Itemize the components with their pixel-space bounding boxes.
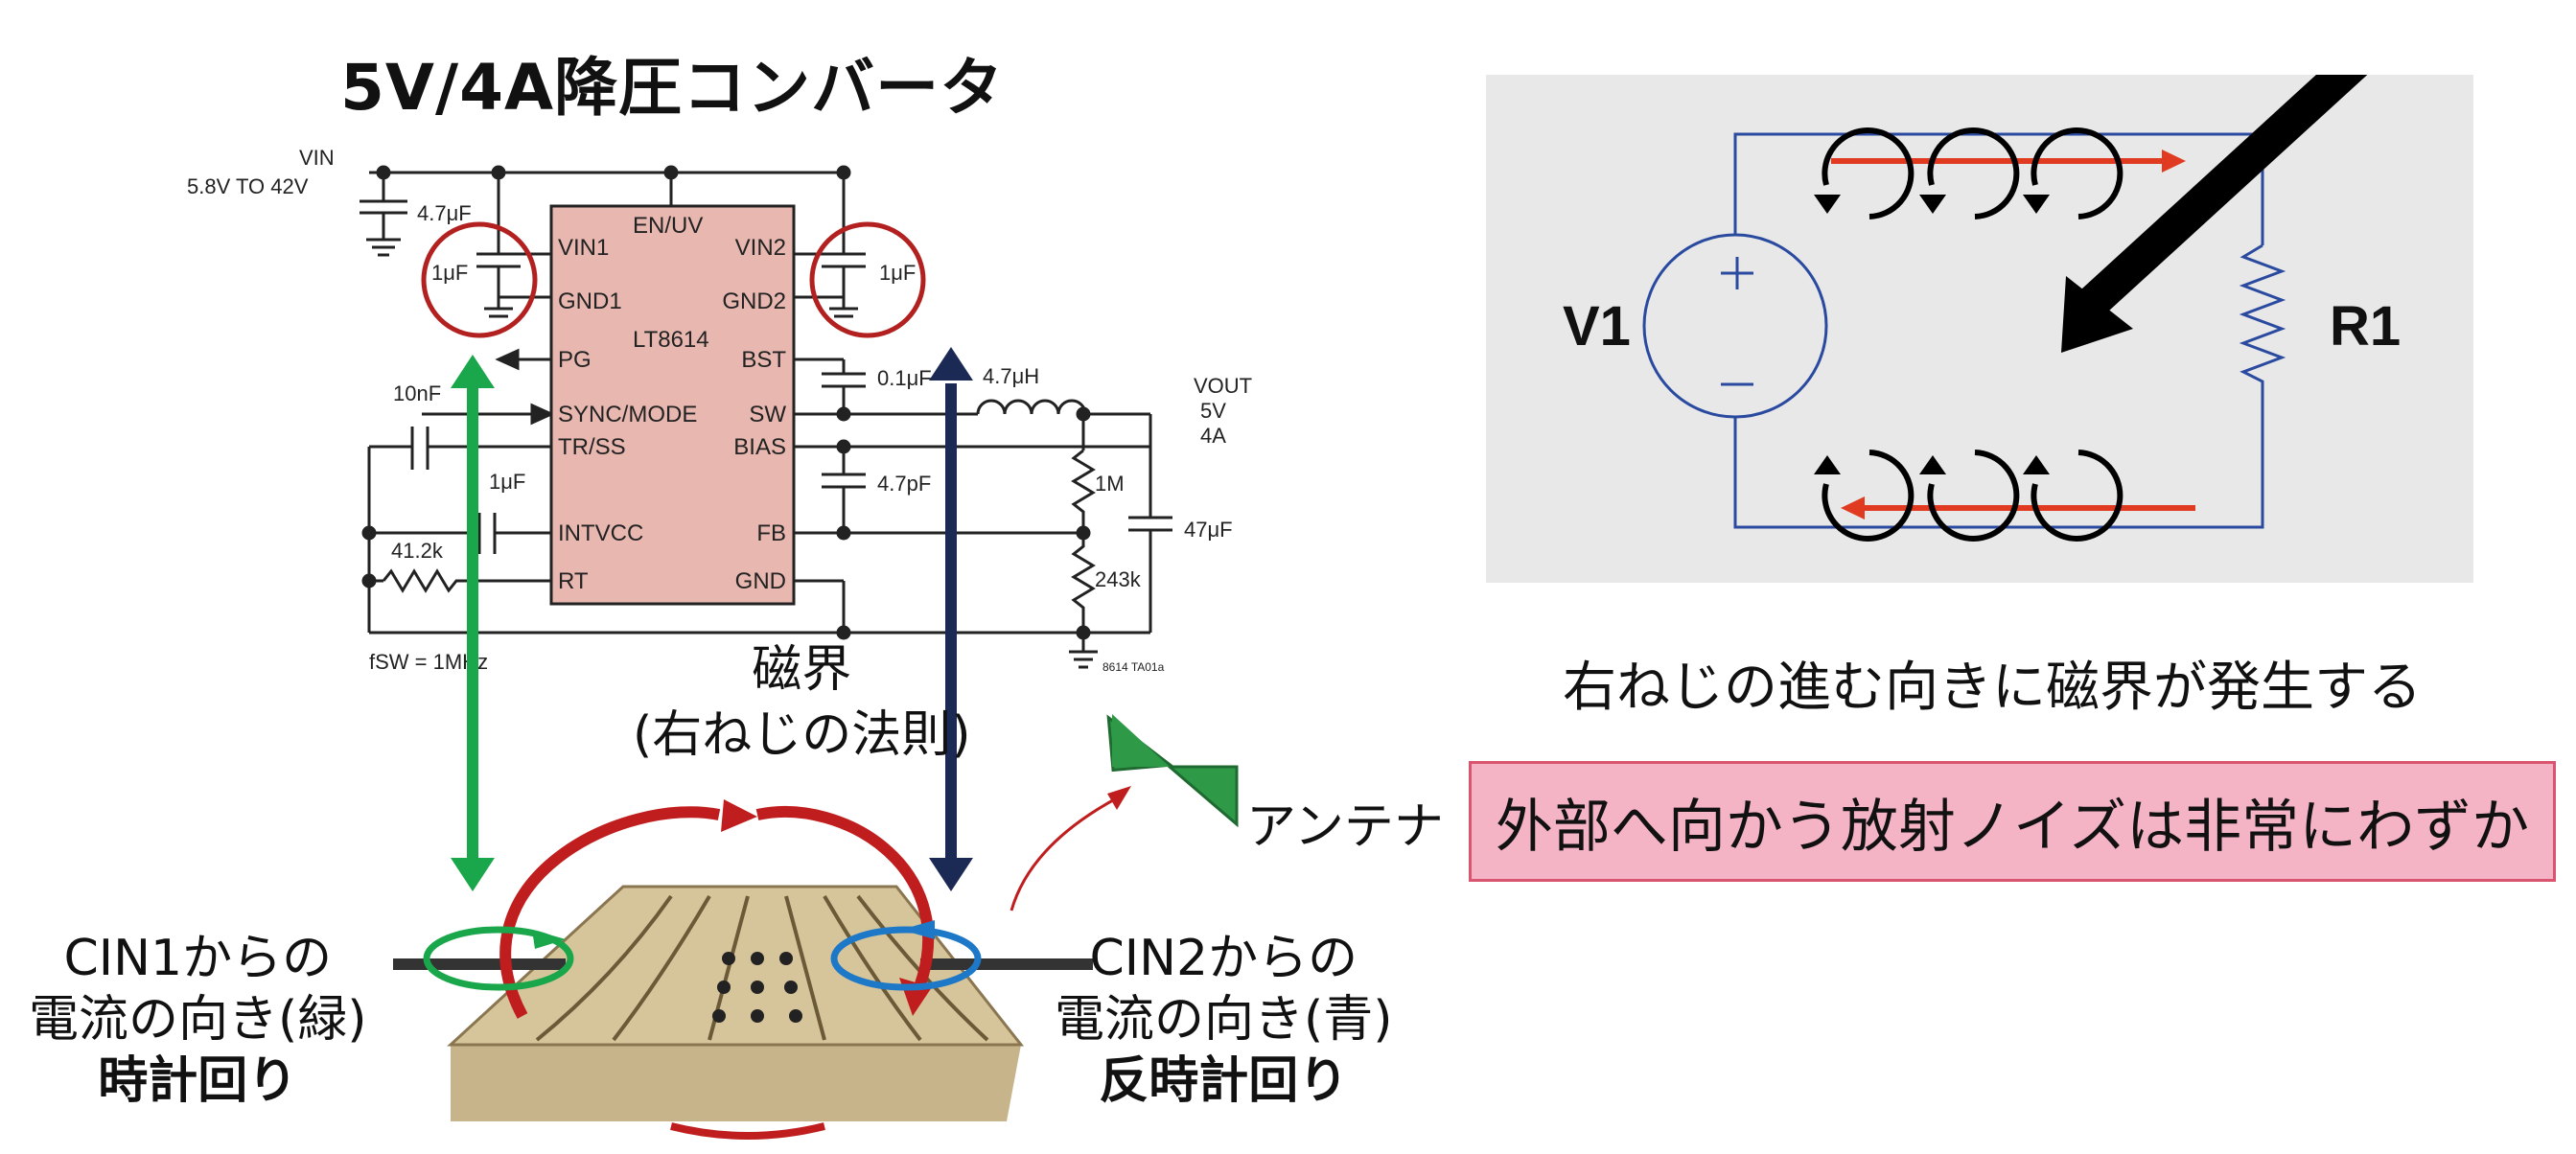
c-in-value: 4.7μF: [417, 201, 472, 225]
pcb-board: [393, 885, 1093, 1121]
cin1-text: CIN1からの 電流の向き(緑) 時計回り: [29, 928, 367, 1112]
r-top-value: 1M: [1095, 472, 1125, 496]
field-loop-5: [2031, 450, 2123, 542]
circuit-panel: V1 R1: [1486, 75, 2473, 583]
cin1-current-loop: [423, 926, 574, 991]
cin1-line3: 時計回り: [98, 1052, 298, 1110]
cin2-line1: CIN2からの: [1089, 930, 1358, 987]
field-loop-arrow-1: [1919, 195, 1946, 214]
field-loop-arrow-2: [2023, 195, 2050, 214]
schematic: VIN 5.8V TO 42V 4.7μF 1μF 1μF EN/UV LT86…: [187, 146, 1252, 1140]
field-label-line1: 磁界: [752, 641, 852, 699]
field-loop-3: [1822, 450, 1915, 542]
emission-note: 外部へ向かう放射ノイズは非常にわずか: [1469, 761, 2556, 882]
pin-right-5: FB: [756, 520, 786, 546]
pin-left-5: INTVCC: [558, 520, 643, 546]
r-bot-value: 243k: [1095, 567, 1142, 591]
pin-right-6: GND: [735, 568, 786, 594]
vout-current: 4A: [1200, 424, 1226, 448]
field-loop-2: [2031, 127, 2123, 219]
schematic-ref: 8614 TA01a: [1102, 660, 1165, 674]
vin-label: VIN: [299, 146, 335, 170]
field-loop-1: [1927, 127, 2020, 219]
cin2-highlight: [809, 221, 926, 338]
c-intvcc-value: 1μF: [489, 470, 525, 494]
field-arrowhead: [721, 799, 757, 832]
green-arrow: [451, 355, 495, 891]
antenna-icon: [1106, 714, 1239, 828]
pin-right-0: VIN2: [735, 235, 786, 261]
cin1-highlight: [421, 221, 538, 338]
pin-left-4: TR/SS: [558, 434, 626, 460]
cin2-line2: 電流の向き(青): [1055, 991, 1393, 1049]
cin2-line3: 反時計回り: [1099, 1052, 1349, 1110]
c-bst-value: 0.1μF: [877, 366, 932, 390]
magnetic-field-loop: [499, 806, 721, 1019]
vin-range: 5.8V TO 42V: [187, 174, 309, 198]
radiation-arrow: [1010, 794, 1123, 912]
vout-voltage: 5V: [1200, 399, 1226, 423]
right-caption: 右ねじの進む向きに磁界が発生する: [1563, 657, 2422, 719]
field-loop-arrow-3: [1814, 455, 1841, 474]
field-direction-arrow: [2061, 276, 2133, 353]
cin1-line1: CIN1からの: [63, 930, 333, 987]
pin-left-3: SYNC/MODE: [558, 402, 697, 427]
pin-right-3: SW: [749, 402, 786, 427]
field-loop-arrow-5: [2023, 455, 2050, 474]
chip-name: LT8614: [633, 327, 709, 353]
field-loop-arrow-4: [1919, 455, 1946, 474]
field-label: 磁界 (右ねじの法則): [633, 637, 971, 768]
vout-label: VOUT: [1194, 374, 1252, 398]
pin-right-1: GND2: [722, 288, 786, 314]
page-title: 5V/4A降圧コンバータ: [340, 51, 1005, 125]
pin-en: EN/UV: [633, 213, 703, 239]
field-loop-arrow-0: [1814, 195, 1841, 214]
field-label-line2: (右ねじの法則): [633, 706, 971, 764]
c1-value: 1μF: [431, 261, 468, 285]
r1-label: R1: [2330, 295, 2401, 358]
pin-left-6: RT: [558, 568, 589, 594]
c2-value: 1μF: [879, 261, 916, 285]
chip-body: [549, 204, 796, 606]
field-loop-4: [1927, 450, 2020, 542]
pin-right-2: BST: [741, 347, 786, 373]
c-10n-value: 10nF: [393, 381, 441, 405]
pin-right-4: BIAS: [733, 434, 786, 460]
cin2-text: CIN2からの 電流の向き(青) 反時計回り: [1055, 928, 1393, 1112]
v1-label: V1: [1563, 295, 1631, 358]
inductor-value: 4.7μH: [983, 364, 1039, 388]
emission-note-text: 外部へ向かう放射ノイズは非常にわずか: [1495, 793, 2530, 861]
antenna-label: アンテナ: [1246, 798, 1444, 856]
pin-left-1: GND1: [558, 288, 622, 314]
cin1-line2: 電流の向き(緑): [29, 991, 367, 1049]
field-loop-0: [1822, 127, 1915, 219]
c-out-value: 47μF: [1184, 518, 1233, 542]
c-bias-value: 4.7pF: [877, 472, 931, 496]
pin-left-0: VIN1: [558, 235, 609, 261]
r-rt-value: 41.2k: [391, 539, 444, 563]
pin-left-2: PG: [558, 347, 592, 373]
navy-arrow: [929, 347, 973, 891]
